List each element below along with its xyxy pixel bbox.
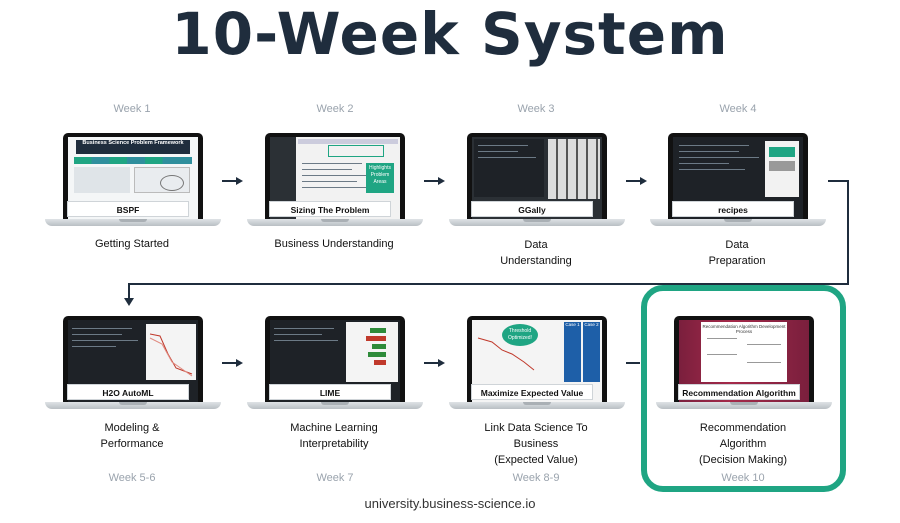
week-10-highlight (641, 285, 846, 492)
laptop-week-1: Business Science Problem Framework BSPF (45, 133, 221, 229)
laptop-screen: recipes (668, 133, 808, 219)
screen-lime (270, 320, 400, 402)
screen-tag: recipes (672, 201, 794, 217)
laptop-base (449, 219, 625, 226)
week-label-5-6: Week 5-6 (108, 472, 156, 484)
week-label-2: Week 2 (316, 103, 354, 115)
laptop-base (656, 402, 832, 409)
caption-week-5-6: Modeling &Performance (100, 422, 164, 450)
arrow-right-icon (222, 359, 243, 367)
laptop-base (247, 402, 423, 409)
arrow-right-icon (626, 177, 647, 185)
week-label-7: Week 7 (316, 472, 354, 484)
laptop-week-2: Highlights Problem Areas Sizing The Prob… (247, 133, 423, 229)
screen-doc: Recommendation Algorithm Development Pro… (701, 322, 787, 382)
laptop-week-10: Recommendation Algorithm Development Pro… (656, 316, 832, 412)
laptop-screen: Threshold Optimized! Case 1 Case 2 Maxim… (467, 316, 607, 402)
laptop-base (45, 402, 221, 409)
case-1-panel: Case 1 (564, 322, 581, 382)
arrow-right-icon (222, 177, 243, 185)
laptop-base (45, 219, 221, 226)
laptop-screen: Recommendation Algorithm Development Pro… (674, 316, 814, 402)
arrow-line-icon (626, 362, 640, 364)
caption-week-1: Getting Started (95, 238, 169, 250)
laptop-week-8-9: Threshold Optimized! Case 1 Case 2 Maxim… (449, 316, 625, 412)
laptop-base (247, 219, 423, 226)
week-label-4: Week 4 (719, 103, 757, 115)
footer-url[interactable]: university.business-science.io (364, 496, 536, 511)
screen-tag: Sizing The Problem (269, 201, 391, 217)
laptop-screen: H2O AutoML (63, 316, 203, 402)
screen-tag: Recommendation Algorithm (678, 384, 800, 400)
laptop-week-3: GGally (449, 133, 625, 229)
laptop-screen: Highlights Problem Areas Sizing The Prob… (265, 133, 405, 219)
screen-tag: BSPF (67, 201, 189, 217)
week-label-1: Week 1 (113, 103, 151, 115)
laptop-base (449, 402, 625, 409)
week-label-3: Week 3 (517, 103, 555, 115)
week-label-8-9: Week 8-9 (512, 472, 560, 484)
screen-tag: GGally (471, 201, 593, 217)
laptop-screen: GGally (467, 133, 607, 219)
arrow-right-icon (424, 359, 445, 367)
caption-week-2: Business Understanding (274, 238, 394, 250)
week-label-10: Week 10 (721, 472, 765, 484)
laptop-base (650, 219, 826, 226)
screen-tag: H2O AutoML (67, 384, 189, 400)
screen-bspf: Business Science Problem Framework (68, 137, 198, 219)
screen-title: Recommendation Algorithm Development Pro… (702, 324, 786, 334)
callout-highlights: Highlights Problem Areas (366, 163, 394, 193)
laptop-week-7: LIME (247, 316, 423, 412)
laptop-screen: LIME (265, 316, 405, 402)
case-2-panel: Case 2 (583, 322, 600, 382)
page-title: 10-Week System (171, 0, 729, 68)
row-connector-arrow (124, 180, 849, 306)
arrow-right-icon (424, 177, 445, 185)
screen-tag: LIME (269, 384, 391, 400)
laptop-week-5-6: H2O AutoML (45, 316, 221, 412)
laptop-screen: Business Science Problem Framework BSPF (63, 133, 203, 219)
screen-tag: Maximize Expected Value (471, 384, 593, 400)
callout-threshold: Threshold Optimized! (502, 324, 538, 346)
screen-title: Business Science Problem Framework (76, 140, 190, 154)
laptop-week-4: recipes (650, 133, 826, 229)
